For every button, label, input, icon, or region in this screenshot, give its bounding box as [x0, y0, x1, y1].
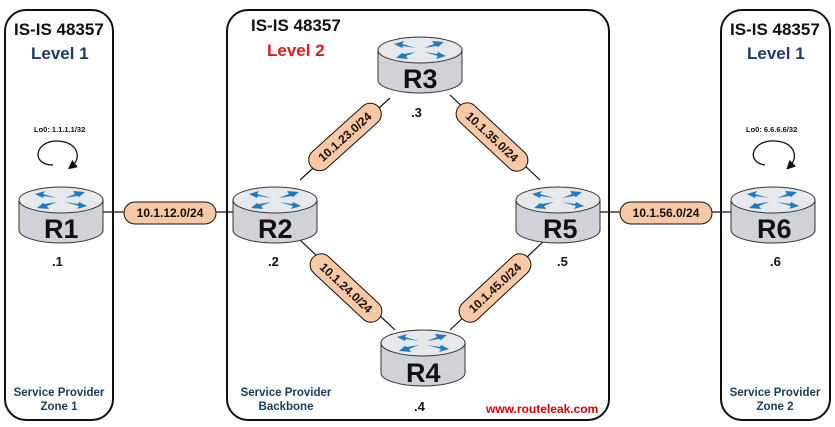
router-arrows-icon: [249, 191, 301, 209]
loopback-arrow-r1: [37, 140, 78, 170]
router-top: [232, 186, 318, 214]
router-label-r4: R4: [406, 358, 441, 388]
router-ip-r2: .2: [268, 254, 279, 269]
zone-middle-footer-line1: Service Provider: [240, 387, 332, 399]
zone-right-title: IS-IS 48357: [730, 20, 820, 39]
router-r2[interactable]: [232, 186, 318, 244]
router-r5[interactable]: [515, 186, 601, 244]
router-top: [380, 329, 466, 357]
zone-right-footer: Service Provider Zone 2: [725, 386, 825, 414]
router-arrows-icon: [532, 191, 584, 209]
router-r3[interactable]: [377, 36, 463, 94]
router-ip-r5: .5: [557, 254, 568, 269]
router-r1[interactable]: [18, 186, 104, 244]
zone-left-title: IS-IS 48357: [14, 20, 104, 39]
loopback-label-r1: Lo0: 1.1.1.1/32: [34, 125, 86, 134]
router-arrows-icon: [394, 41, 446, 59]
zone-left-footer-line2: Zone 1: [40, 401, 78, 413]
router-label-r6: R6: [757, 214, 792, 244]
zone-right-level: Level 1: [747, 44, 805, 63]
link-pill-r2-r3: 10.1.23.0/24: [308, 102, 382, 172]
link-pill-r5-r6: 10.1.56.0/24: [619, 201, 713, 225]
router-label-r5: R5: [543, 214, 578, 244]
loopback-arrow-r6: [752, 140, 796, 170]
svg-text:10.1.35.0/24: 10.1.35.0/24: [463, 109, 522, 165]
watermark: www.routeleak.com: [486, 402, 599, 416]
link-pill-r3-r5: 10.1.35.0/24: [455, 102, 529, 172]
zone-middle-title: IS-IS 48357: [251, 16, 341, 35]
router-ip-r6: .6: [770, 254, 781, 269]
router-r6[interactable]: [730, 186, 816, 244]
link-pill-r2-r4: 10.1.24.0/24: [309, 253, 383, 323]
router-ip-r1: .1: [52, 254, 63, 269]
link-pill-r1-r2: 10.1.12.0/24: [123, 201, 217, 225]
router-r4[interactable]: [380, 329, 466, 387]
router-arrows-icon: [397, 334, 449, 352]
loopback-label-r6: Lo0: 6.6.6.6/32: [746, 125, 798, 134]
zone-middle-level: Level 2: [267, 41, 325, 60]
zone-middle-footer-line2: Backbone: [258, 401, 314, 413]
router-arrows-icon: [747, 191, 799, 209]
router-label-r2: R2: [258, 214, 293, 244]
zone-right-footer-line2: Zone 2: [756, 401, 794, 413]
link-pill-r4-r5: 10.1.45.0/24: [458, 253, 532, 323]
svg-text:10.1.45.0/24: 10.1.45.0/24: [466, 260, 525, 316]
router-top: [515, 186, 601, 214]
router-top: [730, 186, 816, 214]
svg-text:10.1.24.0/24: 10.1.24.0/24: [317, 260, 376, 316]
zone-right-footer-line1: Service Provider: [729, 387, 821, 399]
router-ip-r3: .3: [411, 105, 422, 120]
svg-text:10.1.12.0/24: 10.1.12.0/24: [137, 206, 204, 220]
router-ip-r4: .4: [414, 399, 425, 414]
router-label-r3: R3: [403, 64, 438, 94]
svg-text:10.1.56.0/24: 10.1.56.0/24: [633, 206, 700, 220]
zone-middle-footer: Service Provider Backbone: [236, 386, 336, 414]
router-arrows-icon: [35, 191, 87, 209]
router-top: [18, 186, 104, 214]
router-label-r1: R1: [44, 214, 79, 244]
zone-left-footer-line1: Service Provider: [13, 387, 105, 399]
router-top: [377, 36, 463, 64]
zone-left-level: Level 1: [31, 44, 89, 63]
svg-text:10.1.23.0/24: 10.1.23.0/24: [316, 109, 375, 164]
zone-left-footer: Service Provider Zone 1: [9, 386, 109, 414]
